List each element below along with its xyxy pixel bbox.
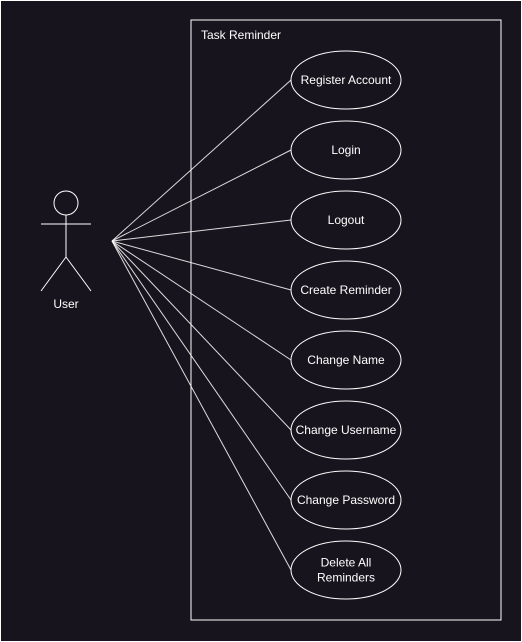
use-case: Logout: [290, 190, 402, 250]
association-line: [111, 240, 292, 291]
use-case-label: Change Password: [297, 493, 395, 507]
association-line: [111, 149, 292, 242]
use-case-ellipse: [290, 260, 402, 320]
association-line: [111, 240, 292, 571]
system-boundary-box: [190, 19, 502, 621]
use-case: Change Password: [290, 470, 402, 530]
use-case-label: Reminders: [317, 571, 375, 585]
actor-left-leg: [40, 256, 67, 292]
system-boundary: Task Reminder: [190, 19, 502, 621]
use-case-ellipse: [290, 400, 402, 460]
association-line: [111, 240, 292, 501]
use-case-ellipse: [290, 120, 402, 180]
use-case: Create Reminder: [290, 260, 402, 320]
use-case: Change Username: [290, 400, 402, 460]
use-case: Register Account: [290, 50, 402, 110]
use-case-label: Logout: [328, 213, 365, 227]
use-case-ellipse: [290, 470, 402, 530]
use-case-label: Delete All: [321, 556, 372, 570]
use-case-label: Change Username: [296, 423, 397, 437]
actor-head: [53, 190, 79, 216]
use-case-ellipse: [290, 540, 402, 600]
association-line: [111, 79, 292, 242]
actor-label: User: [53, 297, 78, 311]
use-case-ellipse: [290, 330, 402, 390]
use-case-label: Register Account: [301, 73, 392, 87]
use-case-label: Login: [331, 143, 360, 157]
actor-right-leg: [65, 256, 92, 292]
use-case-ellipse: [290, 50, 402, 110]
actor-user: User: [40, 190, 92, 311]
use-case: Change Name: [290, 330, 402, 390]
use-case: Login: [290, 120, 402, 180]
association-line: [111, 219, 292, 242]
use-case-label: Create Reminder: [300, 283, 391, 297]
association-line: [111, 240, 292, 431]
use-case-ellipse: [290, 190, 402, 250]
association-line: [111, 240, 292, 361]
use-case-label: Change Name: [307, 353, 385, 367]
system-title: Task Reminder: [201, 28, 281, 42]
associations: [111, 79, 292, 571]
